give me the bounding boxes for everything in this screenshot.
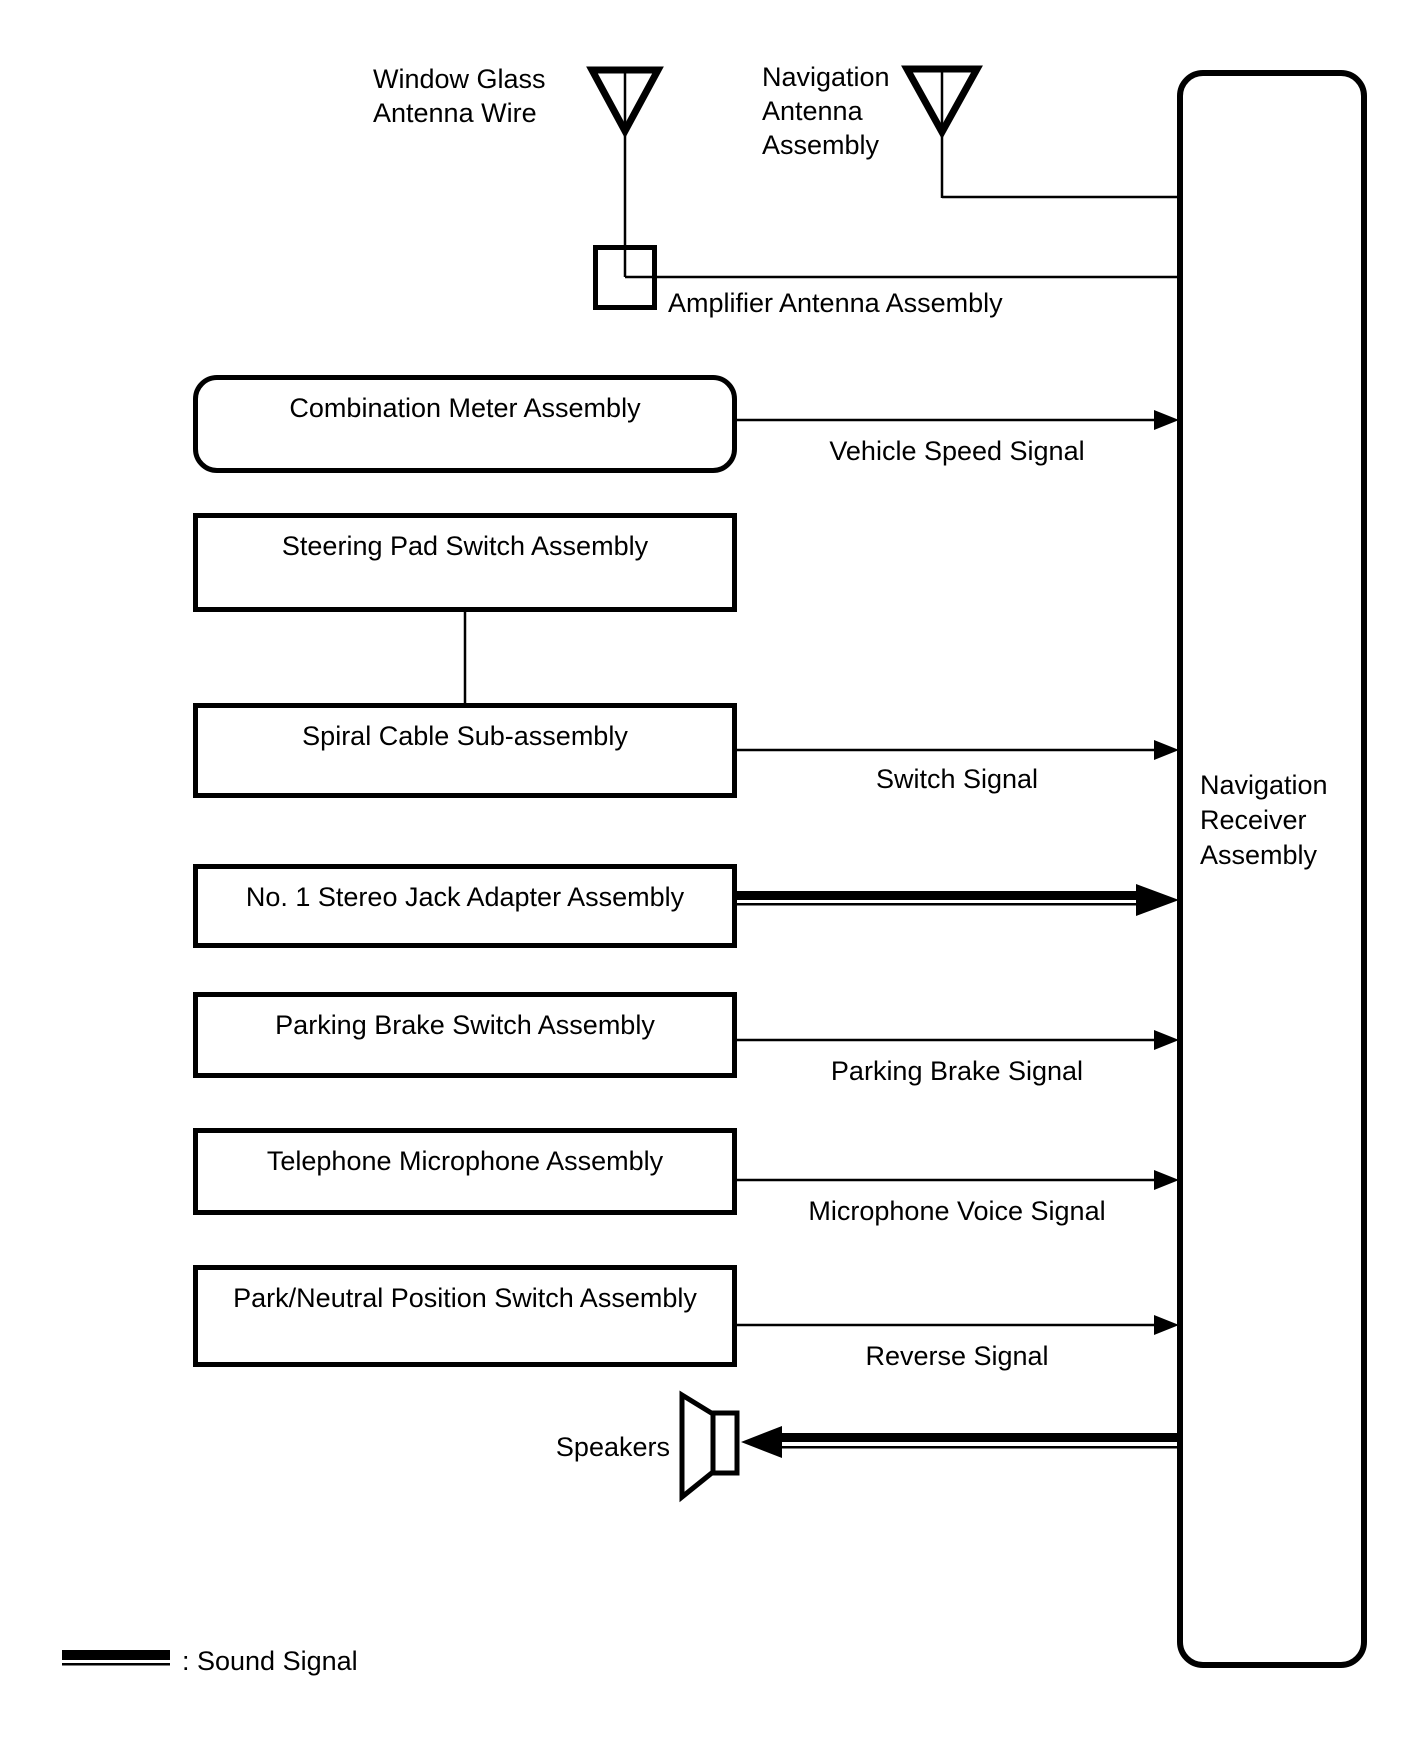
microphone-voice-arrow [737,1170,1179,1190]
vehicle-speed-arrow [737,410,1179,430]
box-label: Steering Pad Switch Assembly [281,531,649,561]
navigation-receiver-label: Navigation Receiver Assembly [1200,770,1328,870]
navigation-antenna-label: Navigation Antenna Assembly [762,62,890,160]
stereo-jack-sound-arrow [737,884,1179,916]
navigation-antenna-icon [901,65,1185,199]
speaker-sound-arrow [741,1426,1177,1458]
vehicle-speed-signal-label: Vehicle Speed Signal [829,436,1085,466]
box-spiral-cable: Spiral Cable Sub-assembly [193,703,737,798]
box-label: Spiral Cable Sub-assembly [302,721,628,751]
box-stereo-jack-adapter: No. 1 Stereo Jack Adapter Assembly [193,864,737,948]
box-label: Telephone Microphone Assembly [266,1146,664,1176]
switch-signal-arrow [737,740,1179,760]
box-combination-meter: Combination Meter Assembly [193,375,737,473]
box-park-neutral-switch: Park/Neutral Position Switch Assembly [193,1265,737,1367]
reverse-signal-label: Reverse Signal [865,1341,1049,1371]
amplifier-antenna-label: Amplifier Antenna Assembly [668,288,1003,318]
window-glass-antenna-icon [586,66,664,277]
box-label: Parking Brake Switch Assembly [275,1010,655,1040]
box-navigation-receiver [1177,70,1367,1668]
sound-signal-legend-swatch [62,1650,170,1666]
parking-brake-arrow [737,1030,1179,1050]
amplifier-antenna-box [593,245,657,310]
parking-brake-signal-label: Parking Brake Signal [830,1056,1084,1086]
switch-signal-label: Switch Signal [875,764,1039,794]
reverse-signal-arrow [737,1315,1179,1335]
box-label: Combination Meter Assembly [289,393,641,423]
speakers-label: Speakers [555,1432,670,1462]
sound-signal-legend-label: : Sound Signal [182,1646,358,1676]
box-steering-pad-switch: Steering Pad Switch Assembly [193,513,737,612]
box-label: No. 1 Stereo Jack Adapter Assembly [245,882,685,912]
box-label: Park/Neutral Position Switch Assembly [233,1283,697,1313]
box-telephone-microphone: Telephone Microphone Assembly [193,1128,737,1215]
window-glass-antenna-label: Window Glass Antenna Wire [373,64,546,128]
speaker-icon [679,1390,740,1503]
box-parking-brake-switch: Parking Brake Switch Assembly [193,992,737,1078]
microphone-voice-signal-label: Microphone Voice Signal [808,1196,1106,1226]
